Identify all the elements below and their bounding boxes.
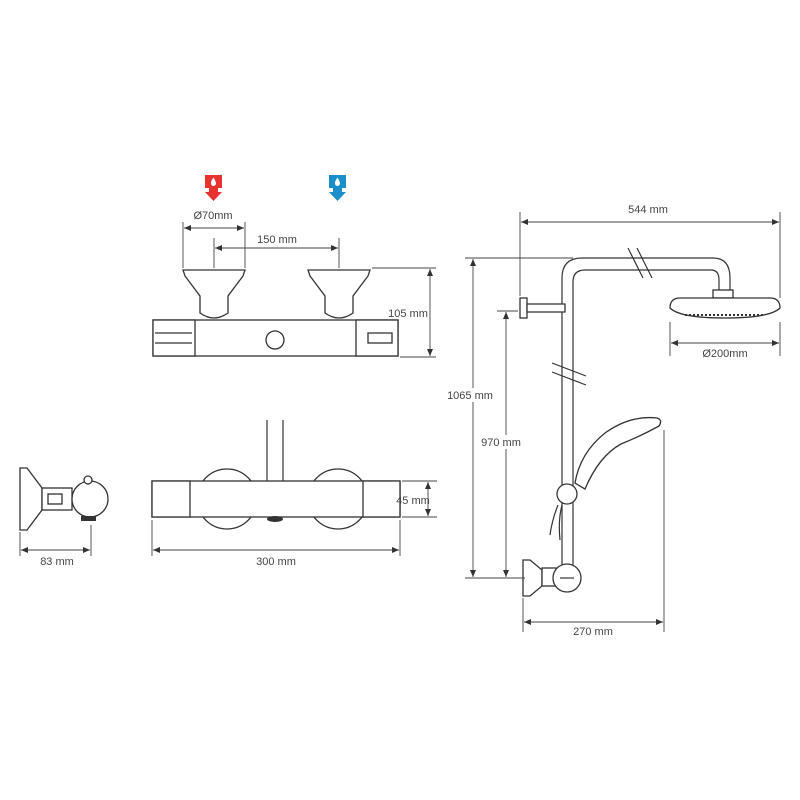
- rain-shower-head-icon: [669, 297, 781, 319]
- side-depth-label: 83 mm: [40, 556, 74, 568]
- mixer-front-view: [151, 420, 401, 530]
- total-height-label: 1065 mm: [447, 390, 493, 402]
- arm-reach-label: 544 mm: [628, 204, 668, 216]
- mixer-top-view: [152, 269, 399, 357]
- cold-water-inlet-icon: [329, 175, 346, 201]
- projection-label: 270 mm: [573, 626, 613, 638]
- bracket-height-label: 970 mm: [481, 437, 521, 449]
- inlet-spacing-label: 150 mm: [257, 234, 297, 246]
- inlet-diameter-label: Ø70mm: [193, 210, 232, 222]
- temperature-knob-icon: [265, 330, 285, 350]
- mixer-height-label: 45 mm: [396, 495, 430, 507]
- hot-water-inlet-icon: [205, 175, 222, 201]
- shower-riser: [519, 247, 781, 597]
- hand-shower-icon: [574, 416, 662, 490]
- mixer-width-label: 300 mm: [256, 556, 296, 568]
- mixer-depth-label: 105 mm: [388, 308, 428, 320]
- mixer-side-view: [19, 467, 109, 531]
- head-diameter-label: Ø200mm: [702, 348, 747, 360]
